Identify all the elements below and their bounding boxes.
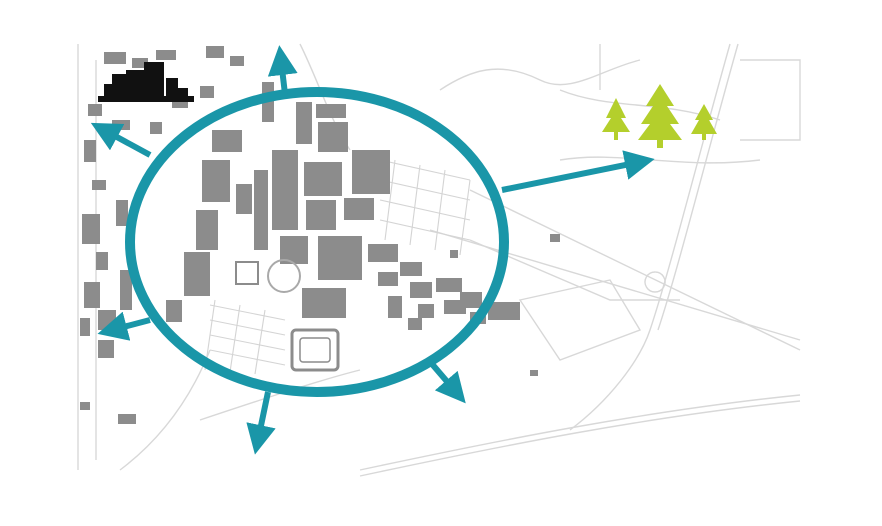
grid-line: [209, 319, 286, 336]
arrow-southeast: [429, 362, 466, 404]
building: [368, 244, 398, 262]
road-east-box: [740, 59, 801, 141]
building: [460, 292, 482, 308]
building: [450, 250, 458, 258]
landmarks: [235, 259, 340, 372]
building: [84, 282, 100, 308]
building: [254, 170, 268, 250]
building: [166, 300, 182, 322]
building: [352, 150, 390, 194]
building: [80, 318, 90, 336]
building: [344, 198, 374, 220]
campus-ring: [125, 87, 509, 397]
grid-line: [434, 169, 446, 251]
grid-line: [229, 304, 241, 373]
grid-line: [409, 164, 421, 246]
road-railway-2: [359, 400, 801, 477]
building: [272, 150, 298, 230]
building: [530, 370, 538, 376]
building: [196, 210, 218, 250]
building: [400, 262, 422, 276]
building: [112, 120, 130, 130]
building: [306, 200, 336, 230]
road-railway: [359, 394, 801, 471]
building: [550, 234, 560, 242]
pine-tree-small-left: [602, 98, 630, 140]
road-south-curve: [119, 349, 211, 471]
building: [132, 58, 148, 68]
building: [436, 278, 462, 292]
building: [418, 304, 434, 318]
grid-line: [459, 179, 471, 256]
campus-grid: [204, 159, 471, 375]
round-plaza: [267, 259, 301, 293]
building: [116, 200, 128, 226]
grid-line: [379, 199, 471, 221]
building: [120, 270, 132, 310]
building: [150, 122, 162, 134]
building: [378, 272, 398, 286]
building: [230, 56, 244, 66]
pine-trees-icon: [602, 84, 717, 148]
building: [236, 184, 252, 214]
building: [296, 102, 312, 144]
building: [318, 122, 348, 152]
grid-line: [379, 179, 471, 201]
stadium-outline: [290, 328, 340, 372]
road-east-long: [429, 229, 801, 341]
road-roundabout: [644, 271, 666, 293]
building: [302, 288, 346, 318]
grid-line: [254, 309, 266, 375]
road-highway-2: [657, 43, 739, 331]
building: [388, 296, 402, 318]
stadium-inner: [299, 337, 331, 363]
building: [410, 282, 432, 298]
building: [118, 414, 136, 424]
building: [82, 214, 100, 244]
building: [212, 130, 242, 152]
building: [408, 318, 422, 330]
road-east-diag2: [469, 239, 680, 301]
building: [200, 86, 214, 98]
pine-tree-small-right: [691, 104, 717, 140]
buildings: [80, 46, 560, 424]
square-plaza: [235, 261, 259, 285]
building: [316, 104, 346, 118]
city-skyline-icon: [98, 62, 194, 102]
grid-line: [209, 304, 286, 321]
grid-line: [209, 334, 286, 351]
building: [98, 340, 114, 358]
building: [84, 140, 96, 162]
arrow-east: [501, 150, 655, 193]
building: [96, 252, 108, 270]
arrows: [90, 45, 655, 455]
building: [80, 402, 90, 410]
building: [184, 252, 210, 296]
building: [104, 52, 126, 64]
building: [92, 180, 106, 190]
road-north-wiggle: [439, 59, 641, 91]
grid-line: [209, 349, 286, 366]
building: [304, 162, 342, 196]
building: [156, 50, 176, 60]
grid-line: [384, 159, 396, 241]
building: [202, 160, 230, 202]
road-network: [77, 43, 801, 477]
arrow-north: [267, 45, 298, 95]
arrow-southwest: [97, 311, 151, 341]
grid-line: [379, 219, 471, 241]
building: [88, 104, 102, 116]
building: [318, 236, 362, 280]
pine-tree-large-center: [638, 84, 682, 148]
arrow-south: [246, 391, 276, 455]
arrow-northwest: [90, 122, 152, 158]
building: [488, 302, 520, 320]
building: [206, 46, 224, 58]
